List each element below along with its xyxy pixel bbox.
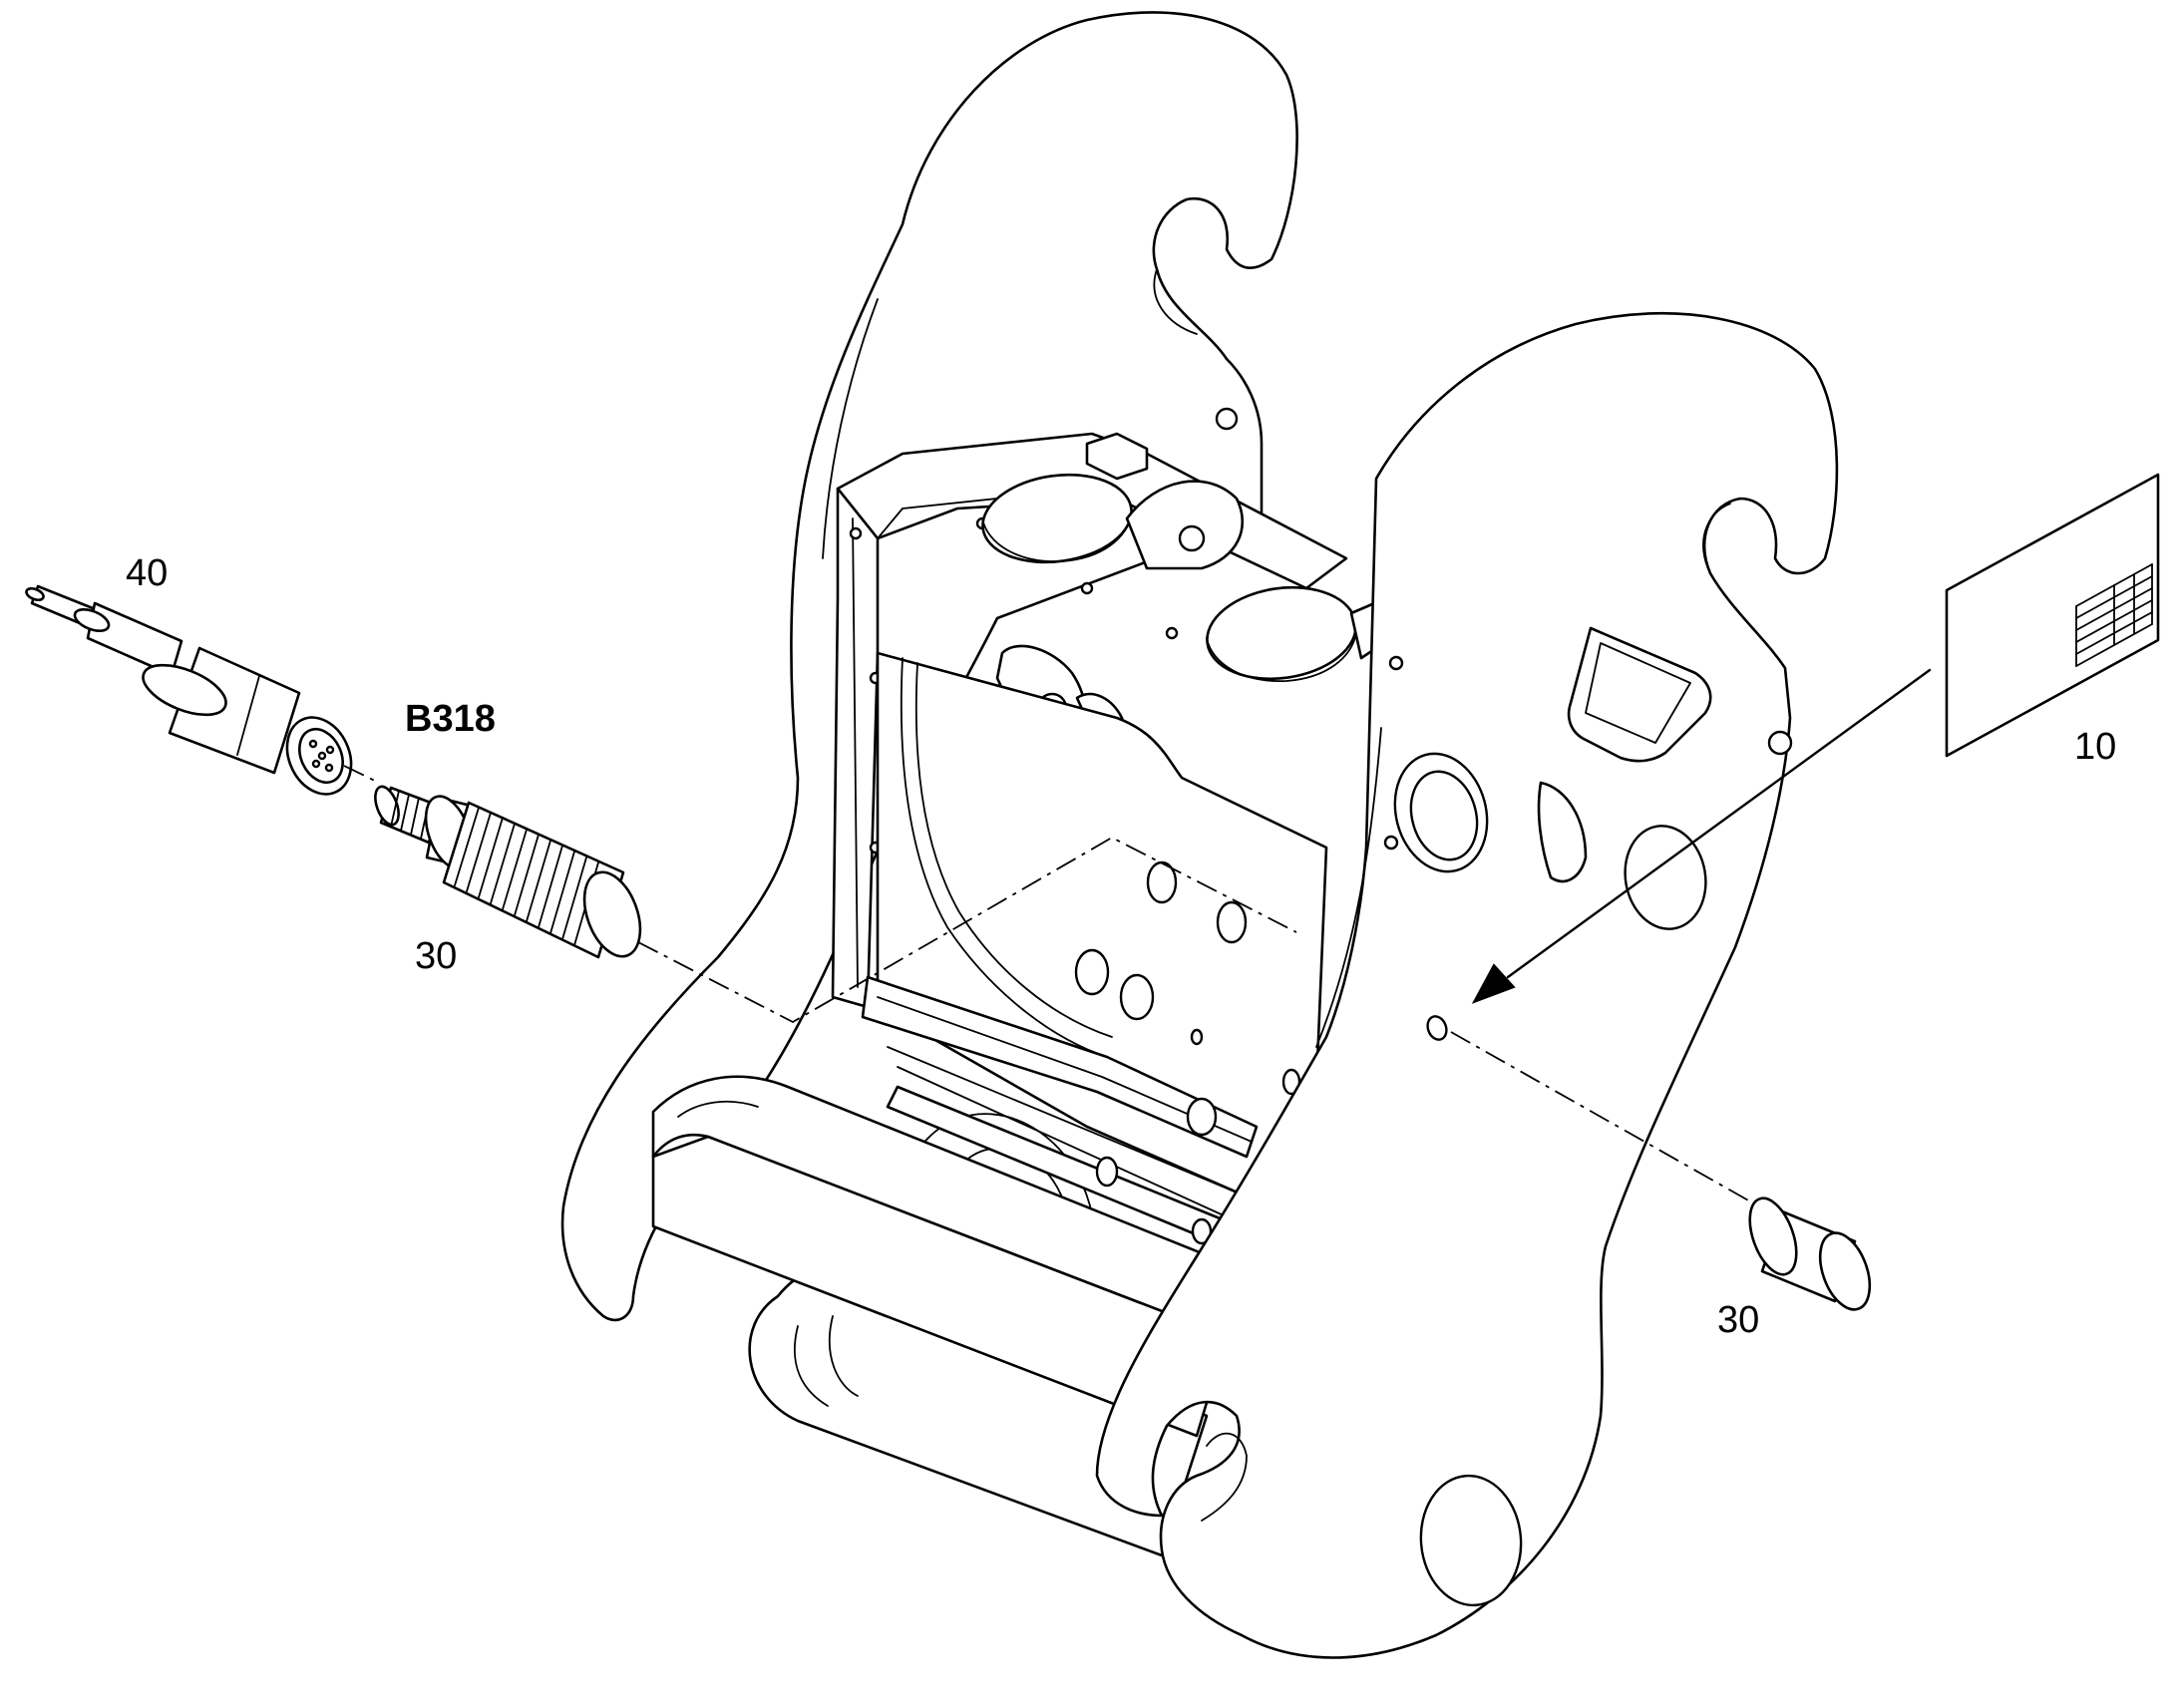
arrowhead-icon — [1471, 963, 1516, 1004]
mount-to-plug-line — [1450, 1031, 1751, 1202]
callout-plug: 30 — [1717, 1299, 1759, 1341]
coupler-frame — [560, 11, 1839, 1659]
callout-decal: 10 — [2074, 726, 2116, 768]
callout-connector-cable: 40 — [126, 552, 168, 594]
protective-plug — [1748, 1196, 1872, 1311]
inductive-sensor — [374, 785, 642, 959]
decal — [1945, 473, 2160, 758]
inner-frame-base — [861, 651, 1328, 1253]
right-side-plate — [1095, 311, 1839, 1659]
connector-cable — [25, 584, 353, 796]
callout-sensor-code: B318 — [405, 698, 496, 740]
callout-sensor: 30 — [415, 935, 457, 977]
assembly-lines — [343, 765, 1751, 1202]
decal-arrow — [1471, 668, 1932, 1004]
front-cross-bar — [651, 1075, 1249, 1438]
sensor-to-mount-line — [637, 836, 1297, 1024]
cable-to-sensor-line — [343, 765, 380, 784]
